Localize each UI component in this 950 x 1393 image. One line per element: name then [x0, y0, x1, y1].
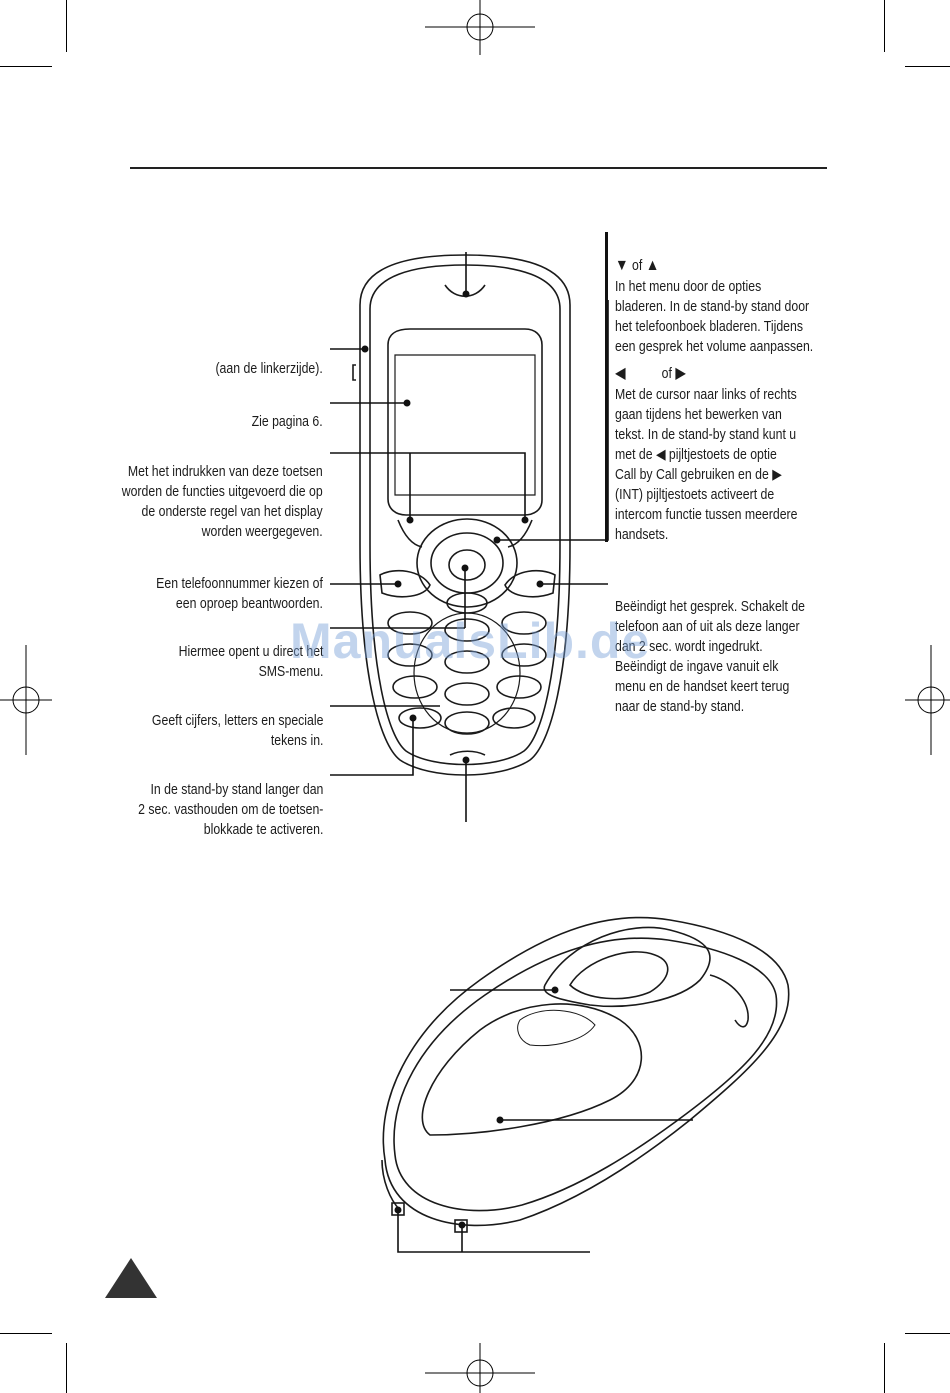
header-rule — [130, 167, 827, 169]
arrow-down-icon: ▼ — [615, 257, 629, 274]
crop-mark — [0, 1333, 52, 1334]
label-sms-key: Hiermee opent u direct het SMS-menu. — [178, 644, 323, 680]
handset-back-illustration — [381, 916, 790, 1233]
label-softkeys: Met het indrukken van deze toetsen worde… — [122, 464, 323, 540]
handset-front-illustration — [352, 254, 571, 776]
label-side-key: (aan de linkerzijde). — [215, 361, 323, 377]
label-leftright-heading: ◀ of ▶ — [615, 365, 686, 382]
registration-mark-top — [425, 0, 535, 55]
callout-bar — [605, 232, 608, 542]
crop-mark — [0, 66, 52, 67]
crop-mark — [66, 1343, 67, 1393]
crop-mark — [905, 66, 950, 67]
registration-mark-left — [0, 645, 52, 755]
label-keylock: In de stand-by stand langer dan 2 sec. v… — [137, 782, 323, 838]
arrow-left-icon: ◀ — [615, 365, 626, 382]
crop-mark — [884, 1343, 885, 1393]
label-end-key: Beëindigt het gesprek. Schakelt de telef… — [615, 599, 806, 715]
callout-lines-front — [330, 252, 609, 822]
label-display: Zie pagina 6. — [251, 414, 323, 430]
registration-mark-bottom — [425, 1343, 535, 1393]
crop-mark — [66, 0, 67, 52]
label-call-key: Een telefoonnummer kiezen of een oproep … — [156, 576, 323, 612]
crop-mark — [905, 1333, 950, 1334]
label-updown-text: In het menu door de opties bladeren. In … — [615, 279, 814, 355]
arrow-right-icon: ▶ — [675, 365, 686, 382]
page-corner-triangle — [105, 1258, 157, 1298]
label-keypad: Geeft cijfers, letters en speciale teken… — [151, 713, 323, 749]
arrow-up-icon: ▲ — [645, 257, 660, 274]
label-leftright-text: Met de cursor naar links of rechts gaan … — [615, 387, 798, 543]
label-updown-heading: ▼ of ▲ — [615, 257, 660, 274]
crop-mark — [884, 0, 885, 52]
watermark: ManualsLib.de — [290, 613, 651, 669]
registration-mark-right — [905, 645, 950, 755]
